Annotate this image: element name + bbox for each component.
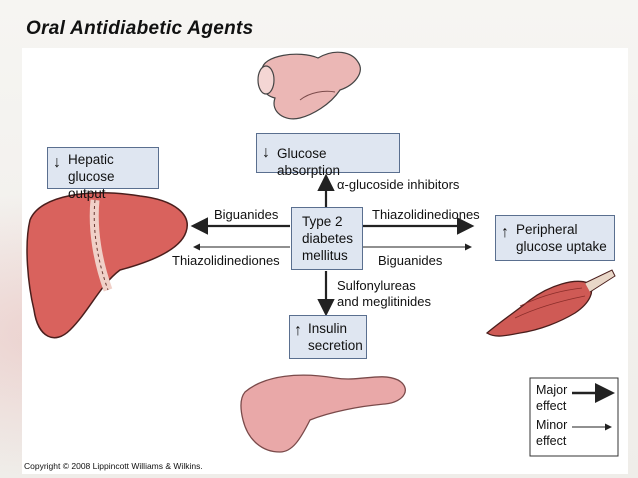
legend-major-line1: Major bbox=[536, 383, 568, 397]
hepatic-line2: glucose output bbox=[68, 169, 115, 201]
legend-minor-line1: Minor bbox=[536, 418, 568, 432]
center-line2: diabetes bbox=[302, 231, 354, 246]
insulin-line1: Insulin bbox=[308, 321, 348, 336]
liver-illustration bbox=[26, 192, 188, 339]
biguanides-left-label: Biguanides bbox=[214, 207, 279, 222]
insulin-line2: secretion bbox=[308, 338, 363, 353]
up-arrow-icon: ↑ bbox=[294, 322, 302, 339]
absorption-label: Glucose absorption bbox=[277, 146, 341, 178]
thiazolidinediones-left-label: Thiazolidinediones bbox=[172, 253, 280, 268]
copyright-notice: Copyright © 2008 Lippincott Williams & W… bbox=[24, 461, 203, 471]
down-arrow-icon: ↓ bbox=[53, 154, 61, 171]
legend-major-line2: effect bbox=[536, 399, 567, 413]
center-type2-box: Type 2 diabetes mellitus bbox=[291, 207, 363, 270]
center-line1: Type 2 bbox=[302, 214, 343, 229]
center-line3: mellitus bbox=[302, 248, 348, 263]
peripheral-uptake-box: ↑ Peripheral glucose uptake bbox=[495, 215, 615, 261]
biguanides-right-label: Biguanides bbox=[378, 253, 443, 268]
up-arrow-icon: ↑ bbox=[501, 224, 509, 241]
muscle-illustration bbox=[485, 269, 616, 337]
meglitinides-label: and meglitinides bbox=[337, 294, 431, 309]
pancreas-illustration bbox=[240, 374, 406, 453]
sulfonylureas-label: Sulfonylureas bbox=[337, 278, 416, 293]
peripheral-line2: glucose uptake bbox=[516, 239, 607, 254]
hepatic-line1: Hepatic bbox=[68, 152, 114, 167]
hepatic-output-box: ↓ Hepatic glucose output bbox=[47, 147, 159, 201]
legend-minor-line2: effect bbox=[536, 434, 567, 448]
peripheral-line1: Peripheral bbox=[516, 222, 578, 237]
insulin-secretion-box: ↑ Insulin secretion bbox=[289, 315, 367, 359]
intestine-illustration bbox=[257, 51, 361, 120]
slide-title: Oral Antidiabetic Agents bbox=[26, 18, 254, 39]
down-arrow-icon: ↓ bbox=[262, 144, 270, 161]
glucose-absorption-box: ↓ Glucose absorption bbox=[256, 133, 400, 178]
thiazolidinediones-right-label: Thiazolidinediones bbox=[372, 207, 480, 222]
alpha-glucosidase-label: α-glucoside inhibitors bbox=[337, 177, 460, 192]
